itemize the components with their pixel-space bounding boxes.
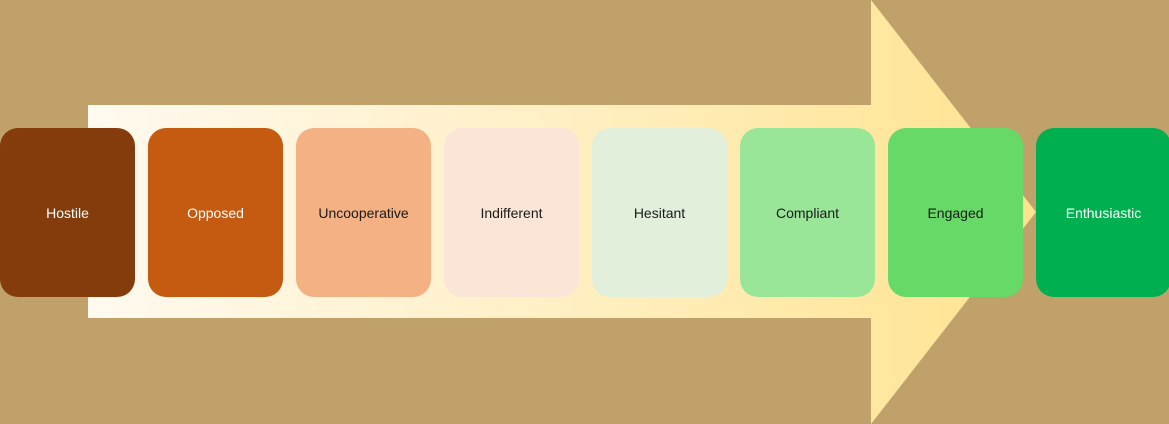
stage-box-enthusiastic: Enthusiastic <box>1036 128 1169 297</box>
stage-label: Enthusiastic <box>1065 204 1142 221</box>
stage-box-uncooperative: Uncooperative <box>296 128 431 297</box>
stage-label: Compliant <box>775 204 840 221</box>
stage-box-engaged: Engaged <box>888 128 1023 297</box>
stage-box-compliant: Compliant <box>740 128 875 297</box>
stage-label: Hostile <box>46 204 89 221</box>
stage-label: Hesitant <box>633 204 686 221</box>
stage-label: Indifferent <box>480 204 543 221</box>
stage-box-hesitant: Hesitant <box>592 128 727 297</box>
stage-box-hostile: Hostile <box>0 128 135 297</box>
stage-box-indifferent: Indifferent <box>444 128 579 297</box>
stage-label: Engaged <box>927 204 984 221</box>
stage-label: Uncooperative <box>318 204 409 221</box>
stage-label: Opposed <box>187 204 244 221</box>
stage-box-opposed: Opposed <box>148 128 283 297</box>
